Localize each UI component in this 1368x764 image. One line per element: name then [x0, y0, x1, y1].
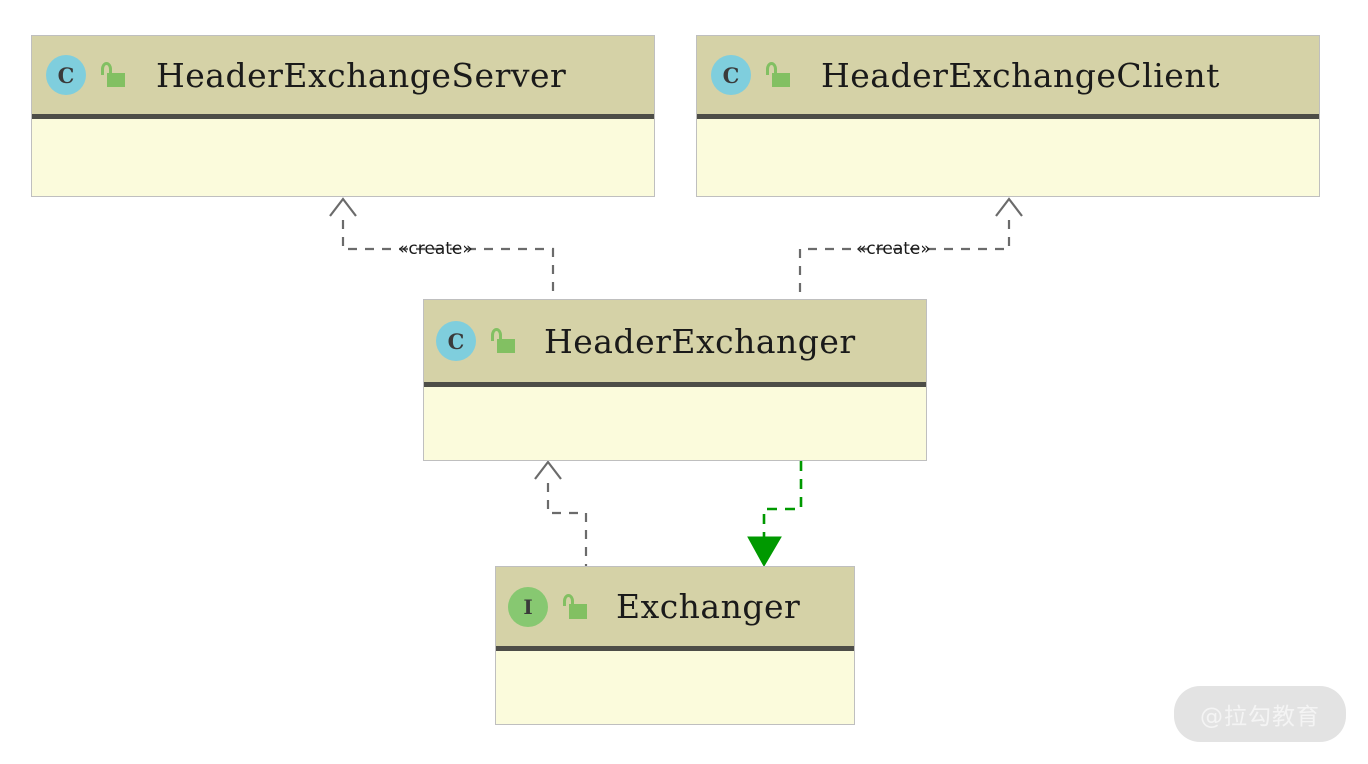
unlocked-padlock-icon	[490, 327, 516, 355]
class-node-header-exchange-server[interactable]: C HeaderExchangeServer	[31, 35, 655, 197]
class-type-badge-icon: C	[711, 55, 751, 95]
class-node-title: HeaderExchangeClient	[821, 55, 1220, 95]
open-chevron-arrowhead-icon	[534, 460, 562, 480]
class-type-badge-icon: C	[46, 55, 86, 95]
interface-node-title: Exchanger	[616, 587, 801, 626]
filled-triangle-arrowhead-icon	[747, 536, 782, 568]
class-node-members-compartment	[32, 119, 654, 193]
interface-type-badge-icon: I	[508, 586, 548, 627]
class-node-members-compartment	[697, 119, 1319, 193]
connector-create-server	[329, 197, 555, 299]
class-node-header: C HeaderExchangeServer	[32, 36, 654, 119]
open-chevron-arrowhead-icon	[995, 197, 1023, 217]
class-node-members-compartment	[424, 387, 926, 457]
connector-create-client	[798, 197, 1023, 299]
open-chevron-arrowhead-icon	[329, 197, 357, 217]
watermark-badge: @拉勾教育	[1174, 686, 1346, 742]
edge-label-create-server: «create»	[398, 239, 473, 259]
edge-label-create-client: «create»	[856, 239, 931, 259]
interface-node-exchanger[interactable]: I Exchanger	[495, 566, 855, 725]
unlocked-padlock-icon	[562, 593, 588, 621]
class-node-title: HeaderExchangeServer	[156, 55, 567, 95]
unlocked-padlock-icon	[765, 61, 791, 89]
unlocked-padlock-icon	[100, 61, 126, 89]
class-node-title: HeaderExchanger	[544, 321, 856, 361]
interface-node-header: I Exchanger	[496, 567, 854, 651]
connector-header-exchanger-realizes-exchanger	[747, 461, 803, 568]
class-node-header: C HeaderExchanger	[424, 300, 926, 387]
interface-node-members-compartment	[496, 651, 854, 721]
connector-exchanger-to-header-exchanger	[534, 460, 588, 566]
class-node-header: C HeaderExchangeClient	[697, 36, 1319, 119]
class-node-header-exchanger[interactable]: C HeaderExchanger	[423, 299, 927, 461]
class-node-header-exchange-client[interactable]: C HeaderExchangeClient	[696, 35, 1320, 197]
class-type-badge-icon: C	[436, 321, 476, 361]
